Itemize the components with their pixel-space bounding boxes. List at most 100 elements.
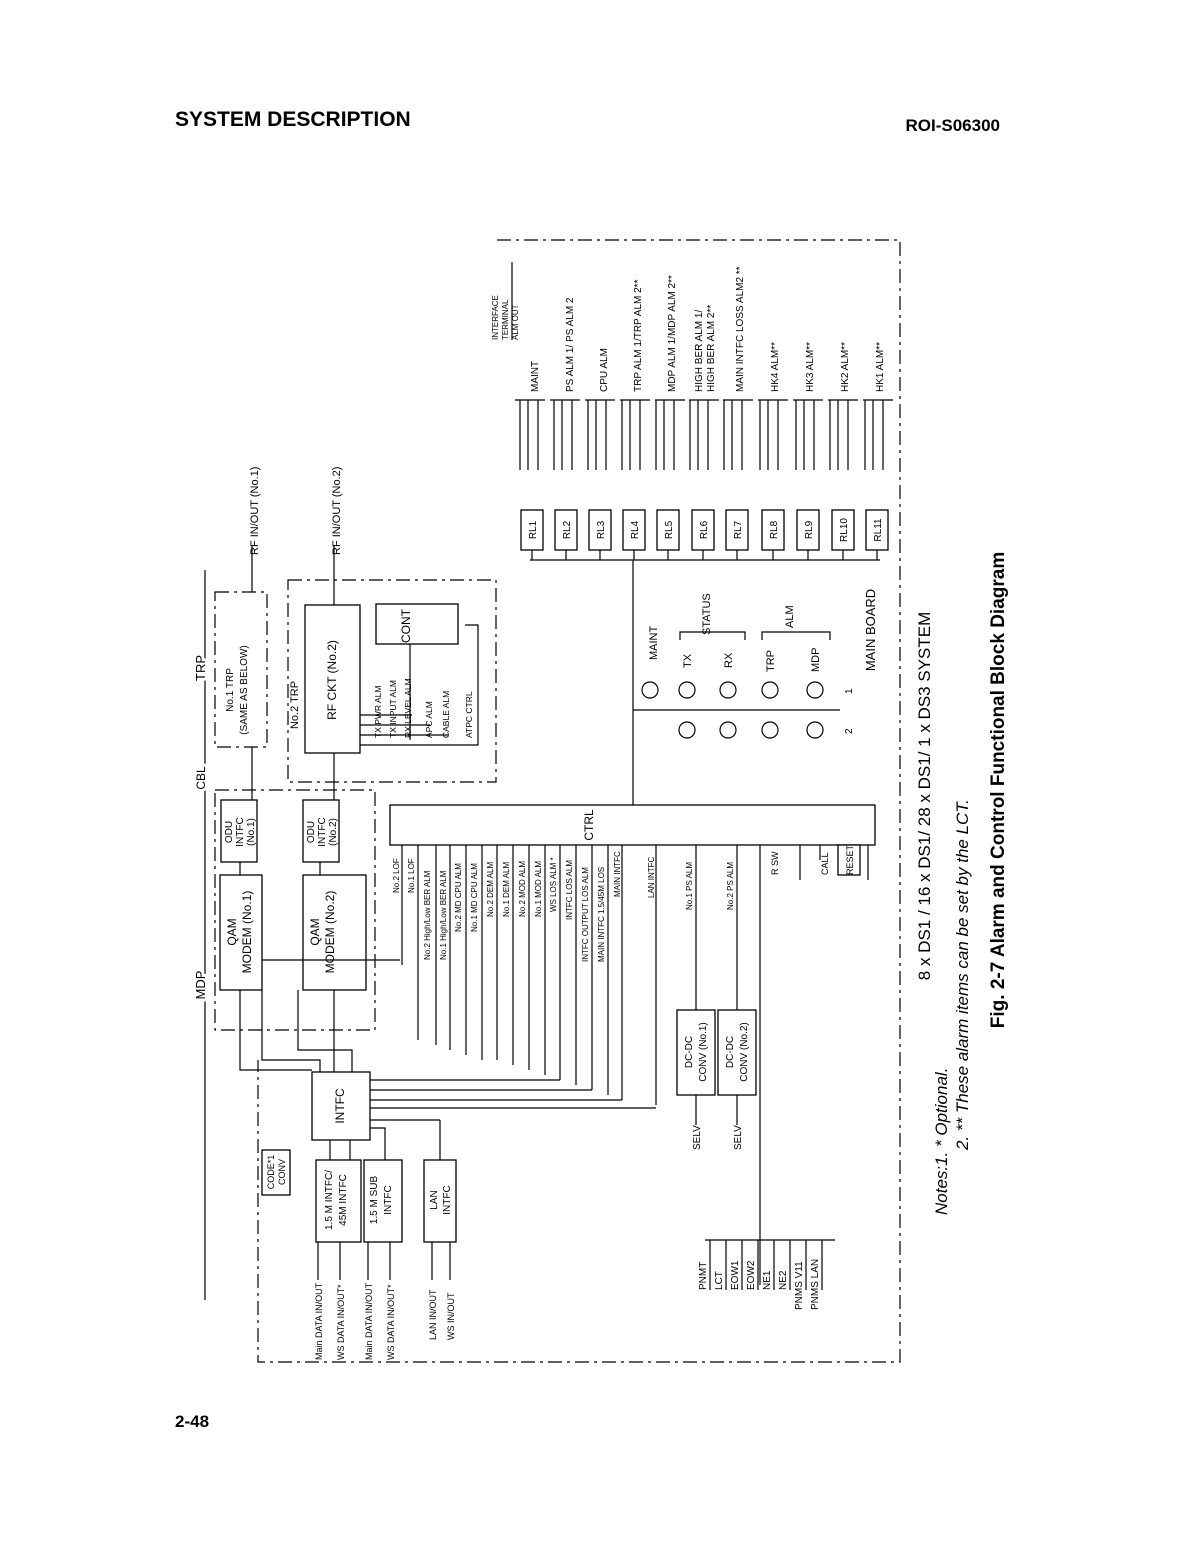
io-label: WS IN/OUT xyxy=(446,1292,456,1340)
led-tx-1 xyxy=(678,681,696,699)
led-col1-label: 1 xyxy=(844,688,855,694)
io-label-group: Main DATA IN/OUT WS DATA IN/OUT* Main DA… xyxy=(314,1282,456,1360)
reset-button xyxy=(837,844,861,876)
trp-label: TRP xyxy=(193,655,208,681)
main-board-label: MAIN BOARD xyxy=(863,589,878,671)
relay-label: RL8 xyxy=(769,520,780,539)
led-tx-label: TX xyxy=(682,653,694,668)
odu2-label: INTFC xyxy=(317,817,328,846)
ctrl-label: CTRL xyxy=(582,809,596,841)
lan-intfc-label: LAN xyxy=(429,1190,440,1209)
selv-1: SELV xyxy=(692,1125,703,1150)
intfc-15m-label: 1.5 M INTFC/ xyxy=(324,1170,335,1230)
relay-label: RL4 xyxy=(630,520,641,539)
terminal-header: TERMINAL xyxy=(501,299,510,340)
ctrl-input-label: WS LOS ALM * xyxy=(549,857,558,912)
io-label: LAN IN/OUT xyxy=(428,1289,438,1340)
terminal-header: ALM OUT xyxy=(511,304,520,340)
qam1-box xyxy=(219,874,263,991)
alarm-output: TRP ALM 1/TRP ALM 2** xyxy=(633,279,644,392)
led-tx-2 xyxy=(678,721,696,739)
terminal-header: INTERFACE xyxy=(491,295,500,340)
cont-box xyxy=(375,603,459,645)
intfc-15m-sub-label: INTFC xyxy=(383,1185,394,1214)
io-label: Main DATA IN/OUT xyxy=(364,1282,374,1360)
alarm-output: HK1 ALM** xyxy=(875,342,886,392)
qam1-label: QAM xyxy=(225,918,239,945)
led-mdp-1 xyxy=(806,681,824,699)
port-label: PNMS LAN xyxy=(810,1259,821,1310)
ctrl-input-group: No.2 LOF No.1 LOF No.2 High/Low BER ALM … xyxy=(392,845,657,1105)
section-title: SYSTEM DESCRIPTION xyxy=(175,108,411,131)
reset-label: RESET xyxy=(845,844,855,875)
relay-label: RL7 xyxy=(733,520,744,539)
led-rx-2 xyxy=(719,721,737,739)
mdp-label: MDP xyxy=(193,971,208,1000)
intfc-label: INTFC xyxy=(333,1088,347,1124)
rf-alarm-item: RX LEVEL ALM xyxy=(403,678,413,738)
relay-label: RL11 xyxy=(873,518,884,542)
no2-trp-label: No.2 TRP xyxy=(289,681,301,729)
qam2-label: MODEM (No.2) xyxy=(323,891,337,974)
alarm-output: PS ALM 1/ PS ALM 2 xyxy=(565,297,576,392)
ctrl-input-label: No.1 MOD ALM xyxy=(534,861,543,917)
relay-label: RL1 xyxy=(528,520,539,539)
ctrl-input-label: MAIN INTFC 1.5/45M LOS xyxy=(597,867,606,962)
odu1-label: INTFC xyxy=(235,817,246,846)
alarm-output: MDP ALM 1/MDP ALM 2** xyxy=(667,275,678,392)
rf-ckt-label: RF CKT (No.2) xyxy=(325,640,339,720)
port-group: PNMT LCT EOW1 EOW2 NE1 NE2 PNMS V11 PNMS… xyxy=(698,1239,835,1310)
rf-alarm-item: TX INPUT ALM xyxy=(388,680,398,738)
system-label: 8 x DS1 / 16 x DS1/ 28 x DS1/ 1 x DS3 SY… xyxy=(915,612,934,980)
no1-trp-sublabel: (SAME AS BELOW) xyxy=(239,645,250,734)
led-trp-label: TRP xyxy=(765,650,777,672)
ctrl-input-label: No.2 High/Low BER ALM xyxy=(423,870,432,960)
ctrl-input-label: No.2 MD CPU ALM xyxy=(454,863,463,932)
intfc-15m-box xyxy=(315,1159,362,1243)
led-col2-label: 2 xyxy=(844,728,855,734)
no1-trp-box xyxy=(214,591,268,748)
rf-alarm-item: TX PWR ALM xyxy=(373,686,383,738)
led-trp-1 xyxy=(761,681,779,699)
led-rx-label: RX xyxy=(723,652,735,668)
io-label: WS DATA IN/OUT* xyxy=(386,1284,396,1360)
ctrl-input-label: INTFC OUTPUT LOS ALM xyxy=(581,867,590,962)
alarm-output: MAINT xyxy=(530,361,541,392)
ps-alm-2: No.2 PS ALM xyxy=(726,862,735,910)
led-alm-label: ALM xyxy=(784,605,796,628)
ctrl-input-label: No.2 MOD ALM xyxy=(518,861,527,917)
dcdc2-label: CONV (No.2) xyxy=(739,1022,750,1081)
led-array xyxy=(641,681,824,739)
selv-2: SELV xyxy=(733,1125,744,1150)
page-number: 2-48 xyxy=(175,1412,210,1431)
code-conv-label: CONV xyxy=(277,1159,287,1185)
port-label: NE2 xyxy=(778,1270,789,1290)
intfc-15m-sub-box xyxy=(363,1159,403,1243)
cbl-label: CBL xyxy=(194,766,208,790)
led-mdp-2 xyxy=(806,721,824,739)
port-label: PNMS V11 xyxy=(794,1261,805,1310)
ctrl-input-label: No.2 DEM ALM xyxy=(486,862,495,917)
odu2-label: (No.2) xyxy=(328,818,339,846)
no1-trp-label: No.1 TRP xyxy=(225,668,236,712)
alarm-output: HIGH BER ALM 1/ xyxy=(694,310,705,392)
dcdc1-box xyxy=(676,1009,716,1096)
odu2-box xyxy=(302,799,340,863)
dcdc1-label: DC-DC xyxy=(684,1036,695,1068)
intfc-box xyxy=(311,1071,371,1141)
dcdc2-box xyxy=(717,1009,757,1096)
qam2-label: QAM xyxy=(308,918,322,945)
port-label: EOW2 xyxy=(746,1260,757,1290)
ctrl-input-label: MAIN INTFC xyxy=(613,851,622,897)
code-conv-box xyxy=(261,1149,291,1196)
alarm-output: HK3 ALM** xyxy=(805,342,816,392)
odu1-label: (No.1) xyxy=(246,818,257,846)
port-label: NE1 xyxy=(762,1270,773,1290)
figure-caption: Fig. 2-7 Alarm and Control Functional Bl… xyxy=(988,552,1009,1028)
led-maint-label: MAINT xyxy=(648,626,660,661)
note-2: 2. ** These alarm items can be set by th… xyxy=(953,799,972,1151)
note-1: Notes:1. * Optional. xyxy=(932,1068,951,1215)
ctrl-input-label: INTFC LOS ALM xyxy=(565,860,574,920)
lan-intfc-label: INTFC xyxy=(442,1185,453,1214)
